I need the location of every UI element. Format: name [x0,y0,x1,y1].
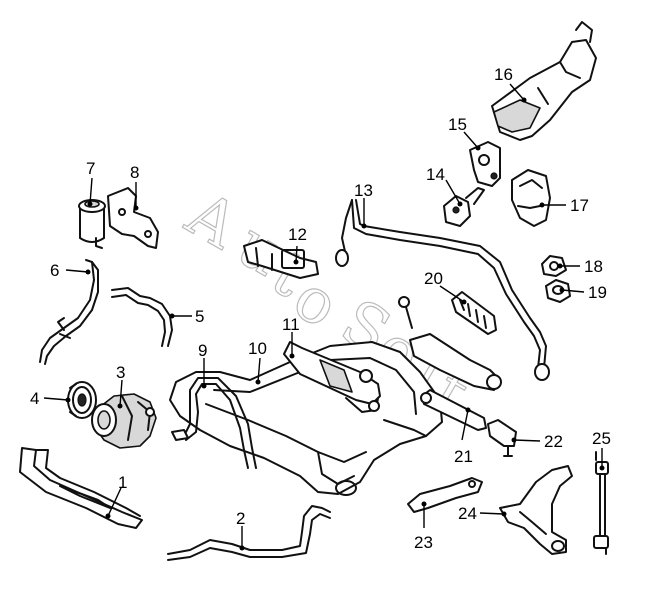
part-16-steering-column [491,21,597,141]
callout-13: 13 [354,181,373,200]
callout-9: 9 [198,341,207,360]
callout-17: 17 [570,196,589,215]
callout-4: 4 [30,389,39,408]
part-10-subframe [169,341,443,496]
part-19-bushing [545,279,571,303]
part-6-pressure-pipe [39,259,99,365]
part-1-drive-belt [19,447,143,529]
part-8-bracket [107,187,159,249]
part-22-tie-rod-end [487,419,517,457]
callout-18: 18 [584,257,603,276]
callout-20: 20 [424,269,443,288]
callout-12: 12 [288,225,307,244]
part-3-steering-pump [91,393,157,449]
callout-22: 22 [544,432,563,451]
part-23-lower-link [407,477,483,513]
part-9-hose [171,377,257,469]
part-24-control-arm [499,465,573,555]
callout-10: 10 [248,339,267,358]
part-12-tie-rod [243,239,319,279]
callout-16: 16 [494,65,513,84]
callout-25: 25 [592,429,611,448]
callout-5: 5 [195,307,204,326]
callout-7: 7 [86,159,95,178]
part-5-hose [111,287,173,347]
callout-24: 24 [458,504,477,523]
part-11-steering-rack [283,341,381,413]
callout-3: 3 [116,363,125,382]
part-25-stabilizer-link [593,451,609,555]
callout-21: 21 [454,447,473,466]
part-14-shaft-joint [443,187,485,227]
callout-2: 2 [236,509,245,528]
part-18-clamp [541,255,567,277]
part-4-pulley [67,381,97,419]
callout-11: 11 [282,315,300,334]
callout-19: 19 [588,283,607,302]
part-2-hose [167,505,331,561]
rack-right-end [398,296,502,391]
leader-lines [43,83,605,551]
part-15-intermediate-shaft [469,141,501,187]
callout-numbers: 1 2 3 4 5 6 7 8 9 10 11 12 13 14 15 16 1… [30,65,611,552]
part-21-inner-tie-rod [420,389,487,431]
callout-14: 14 [426,165,445,184]
callout-23: 23 [414,533,433,552]
part-7-fluid-reservoir [78,199,106,249]
callout-6: 6 [50,261,59,280]
callout-15: 15 [448,115,467,134]
callout-1: 1 [118,473,127,492]
callout-8: 8 [130,163,139,182]
part-17-cover [511,169,551,227]
